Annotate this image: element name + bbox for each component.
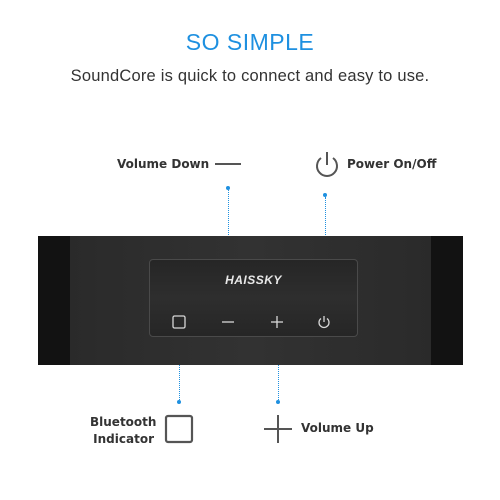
power-leader-dot [323,193,327,197]
plus-icon [264,415,292,443]
speaker-end-cap-left [38,236,70,365]
volume-up-label: Volume Up [301,421,374,435]
volume-up-leader [278,330,279,400]
volume-down-button[interactable] [220,314,236,330]
bluetooth-leader-dot [177,400,181,404]
bluetooth-indicator-button[interactable] [171,314,187,330]
speaker-body: HAISSKY [38,236,463,365]
control-panel: HAISSKY [149,259,358,337]
square-icon [164,414,194,444]
brand-logo: HAISSKY [225,273,282,287]
power-icon [316,152,338,177]
bluetooth-label-line1: Bluetooth [90,415,157,429]
volume-up-button[interactable] [269,314,285,330]
volume-up-leader-dot [276,400,280,404]
power-button[interactable] [316,314,332,330]
subheadline: SoundCore is quick to connect and easy t… [70,67,430,85]
volume-down-leader-dot [226,186,230,190]
power-label: Power On/Off [347,157,437,171]
bluetooth-leader [179,330,180,400]
minus-icon [215,163,241,165]
bluetooth-label-line2: Indicator [93,432,154,446]
headline: SO SIMPLE [185,29,315,55]
volume-down-label: Volume Down [117,157,210,171]
bluetooth-indicator-label: Bluetooth Indicator [90,414,157,448]
speaker-end-cap-right [431,236,463,365]
